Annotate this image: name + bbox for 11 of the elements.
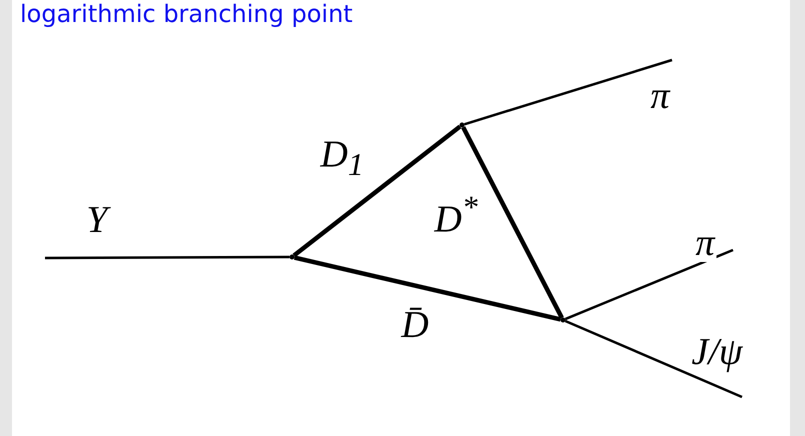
vertex-dot bbox=[460, 122, 464, 128]
vertex-dot bbox=[560, 318, 566, 322]
vertex-dot bbox=[290, 254, 294, 260]
line bbox=[294, 255, 562, 322]
line bbox=[292, 124, 462, 258]
line bbox=[464, 58, 672, 126]
title: logarithmic branching point bbox=[20, 0, 353, 28]
line bbox=[564, 320, 742, 398]
line bbox=[461, 126, 564, 319]
line bbox=[564, 248, 734, 320]
line bbox=[45, 256, 290, 260]
